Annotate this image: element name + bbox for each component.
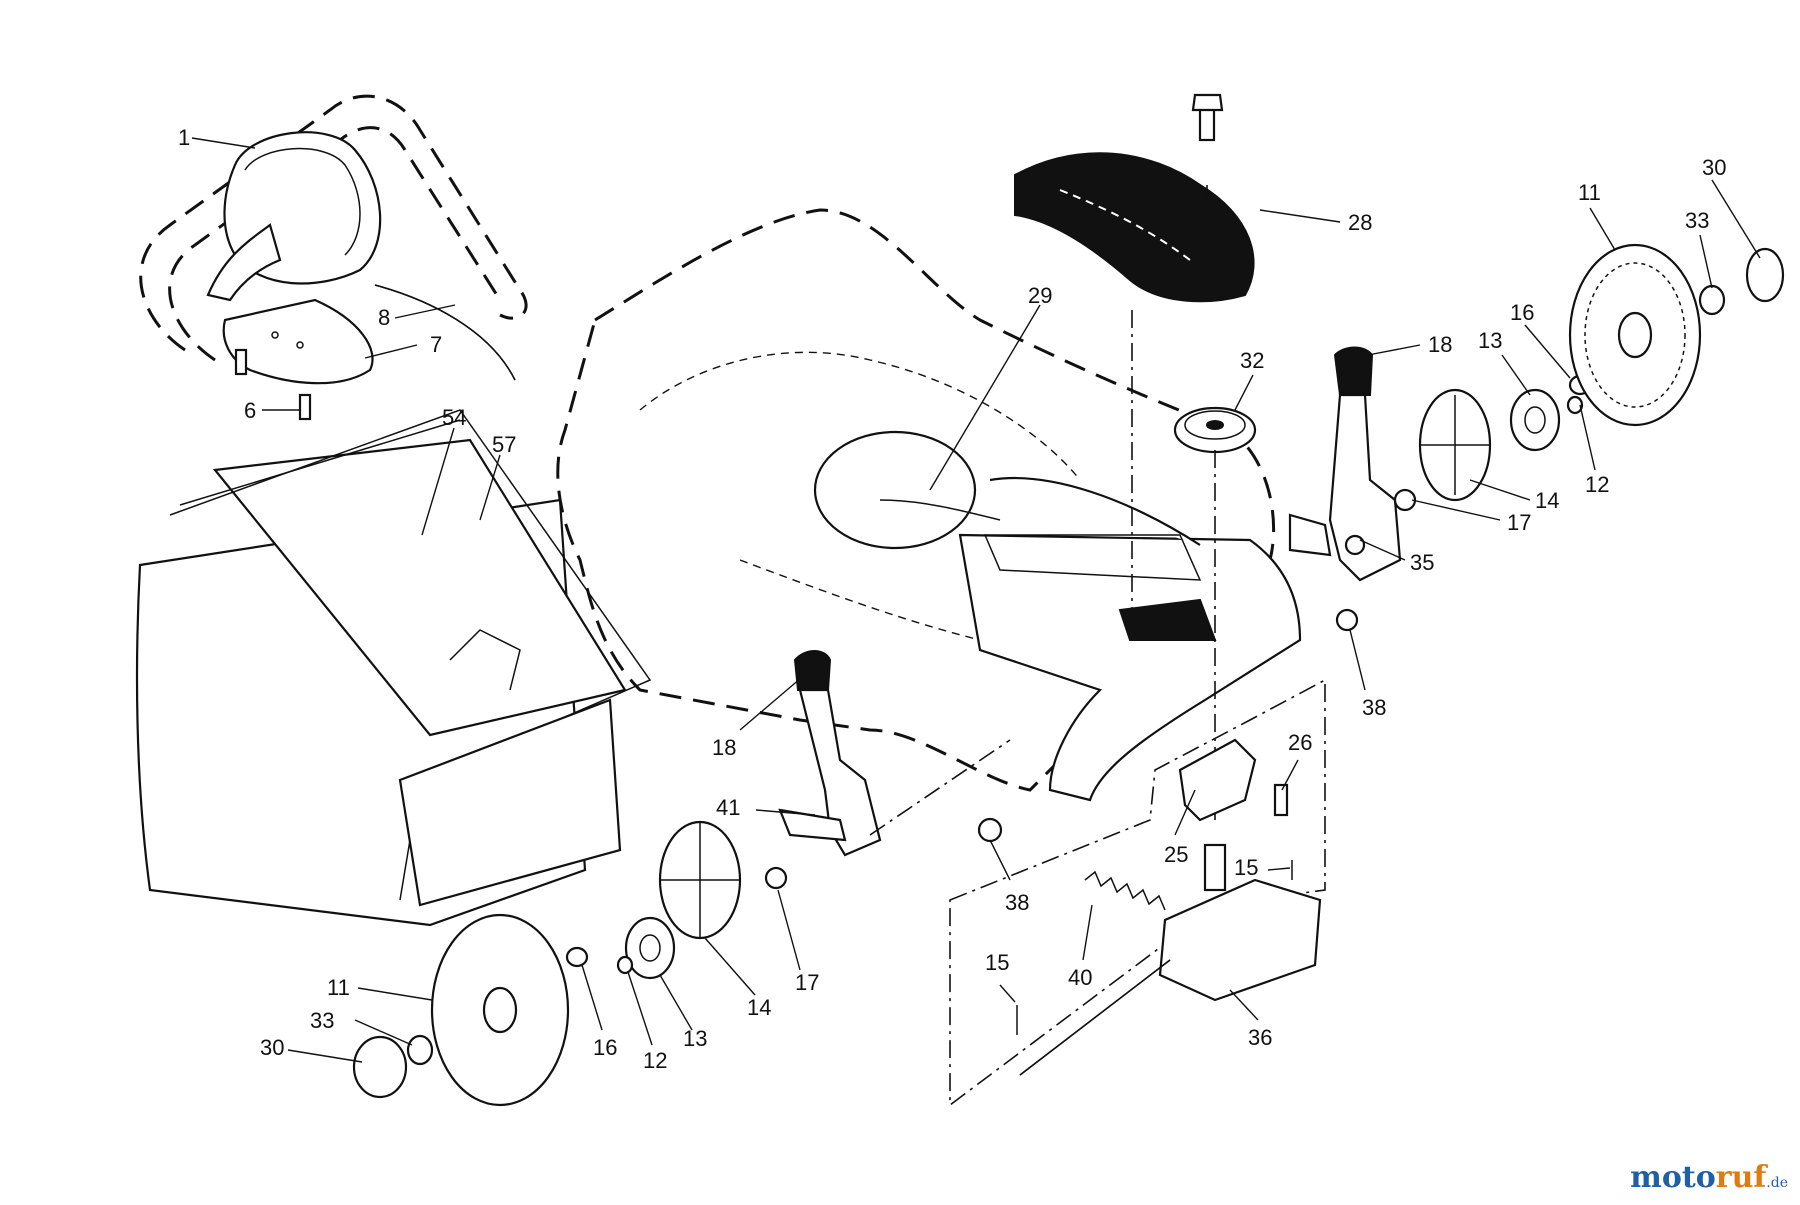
watermark-brand-a: moto (1630, 1160, 1716, 1195)
callout-17: 17 (1507, 510, 1531, 535)
axis-line (869, 739, 1011, 836)
callout-30: 30 (260, 1035, 284, 1060)
watermark-suffix: .de (1766, 1175, 1788, 1191)
callout-36: 36 (1248, 1025, 1272, 1050)
height-adjuster-left-part (778, 650, 882, 857)
pin-part (1016, 860, 1293, 1035)
callout-13: 13 (683, 1026, 707, 1051)
deck-shroud-part (958, 476, 1302, 802)
grass-bag-part (135, 409, 652, 927)
discharge-opening-part (813, 430, 1217, 641)
callout-54: 54 (442, 405, 466, 430)
callout-35: 35 (1410, 550, 1434, 575)
callout-16: 16 (593, 1035, 617, 1060)
pulley-part (1173, 406, 1257, 454)
callout-17: 17 (795, 970, 819, 995)
callout-38: 38 (1362, 695, 1386, 720)
callout-12: 12 (1585, 472, 1609, 497)
wheel-hub-left-part (658, 820, 788, 940)
callout-32: 32 (1240, 348, 1264, 373)
mower-deck-outline (556, 208, 1276, 792)
nut-part (977, 817, 1003, 843)
callout-57: 57 (492, 432, 516, 457)
callout-14: 14 (747, 995, 771, 1020)
callout-11: 11 (327, 975, 350, 1000)
nut-part (1335, 608, 1359, 632)
callout-1: 1 (178, 125, 190, 150)
nut-right-part (1698, 284, 1726, 316)
leader-lines (191, 137, 1761, 1063)
callout-13: 13 (1478, 328, 1502, 353)
callout-33: 33 (1685, 208, 1709, 233)
drive-frame-outline (949, 678, 1326, 1107)
handle-cover-part (206, 131, 382, 302)
bolt-part (234, 348, 312, 421)
callout-18: 18 (1428, 332, 1452, 357)
handle-outline (139, 94, 528, 362)
drive-gear-right-part (1509, 388, 1561, 452)
height-adjuster-right-part (1288, 346, 1402, 582)
callout-8: 8 (378, 305, 390, 330)
callout-33: 33 (310, 1008, 334, 1033)
washer-left-part (565, 946, 634, 975)
callout-30: 30 (1702, 155, 1726, 180)
callout-29: 29 (1028, 283, 1052, 308)
callout-7: 7 (430, 332, 442, 357)
watermark-brand-b: ruf (1715, 1160, 1767, 1195)
spring-part (1084, 870, 1166, 911)
callout-labels: 1 8 7 6 54 57 29 28 32 18 18 30 33 11 16… (178, 125, 1726, 1073)
callout-40: 40 (1068, 965, 1092, 990)
callout-28: 28 (1348, 210, 1372, 235)
mount-plate-part (222, 284, 516, 385)
callout-14: 14 (1535, 488, 1559, 513)
drive-gear-left-part (624, 916, 676, 980)
transmission-part (1019, 843, 1322, 1076)
callout-11: 11 (1578, 180, 1601, 205)
callout-18: 18 (712, 735, 736, 760)
bracket-part (1178, 738, 1289, 822)
wheel-hub-right-part (1393, 388, 1492, 512)
callout-26: 26 (1288, 730, 1312, 755)
top-cover-part (1014, 93, 1255, 303)
nut-left-part (406, 1034, 434, 1066)
wheel-left-part (430, 913, 570, 1107)
callout-12: 12 (643, 1048, 667, 1073)
hubcap-left-part (352, 1035, 408, 1099)
callout-15: 15 (1234, 855, 1258, 880)
callout-15: 15 (985, 950, 1009, 975)
callout-25: 25 (1164, 842, 1188, 867)
hubcap-right-part (1745, 247, 1785, 303)
watermark-logo: motoruf.de (1630, 1160, 1788, 1195)
callout-41: 41 (716, 795, 740, 820)
callout-16: 16 (1510, 300, 1534, 325)
wheel-right-part (1568, 243, 1702, 427)
callout-38: 38 (1005, 890, 1029, 915)
callout-6: 6 (244, 398, 256, 423)
